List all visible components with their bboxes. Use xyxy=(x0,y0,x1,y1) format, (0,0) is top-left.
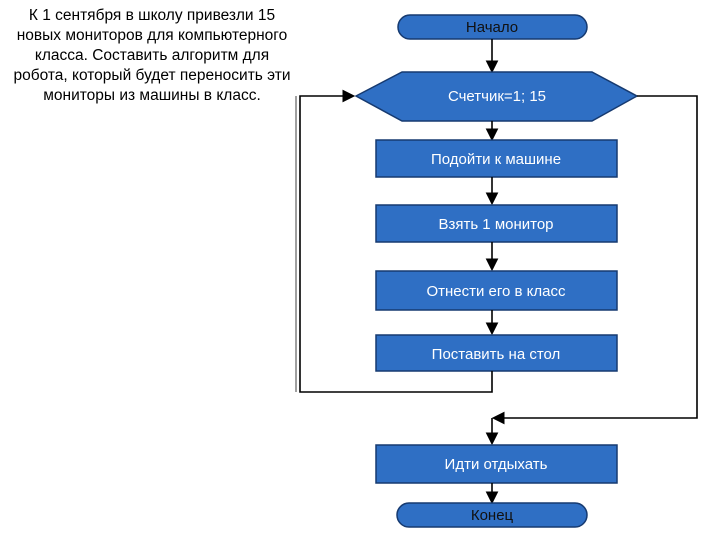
step-block-4: Поставить на стол xyxy=(375,334,618,372)
step-label-2: Взять 1 монитор xyxy=(438,216,553,233)
end-label: Конец xyxy=(471,507,514,524)
after-loop-label: Идти отдыхать xyxy=(445,456,548,473)
step-block-3: Отнести его в класс xyxy=(375,270,618,311)
after-loop-block: Идти отдыхать xyxy=(375,444,618,484)
connector-loop-exit xyxy=(491,95,698,425)
task-description: К 1 сентября в школу привезли 15 новых м… xyxy=(13,7,291,104)
loop-label: Счетчик=1; 15 xyxy=(448,88,546,105)
end-terminal: Конец xyxy=(396,502,588,528)
loop-block: Счетчик=1; 15 xyxy=(354,71,639,122)
start-terminal: Начало xyxy=(397,14,588,40)
step-block-2: Взять 1 монитор xyxy=(375,204,618,243)
step-label-3: Отнести его в класс xyxy=(426,283,566,300)
connector-loop-back xyxy=(299,89,493,393)
step-block-1: Подойти к машине xyxy=(375,139,618,178)
start-label: Начало xyxy=(466,19,518,36)
step-label-1: Подойти к машине xyxy=(431,151,561,168)
step-label-4: Поставить на стол xyxy=(432,346,561,363)
